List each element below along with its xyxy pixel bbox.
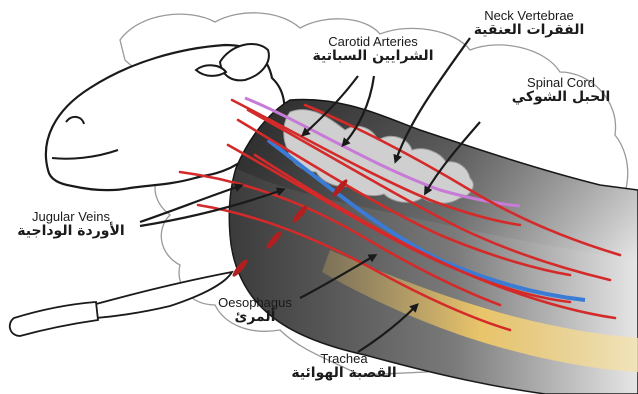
label-neck-vertebrae: Neck Vertebrae الفقرات العنقية: [454, 9, 604, 39]
label-spinal-cord: Spinal Cord الحبل الشوكي: [502, 76, 620, 106]
knife-handle: [10, 302, 98, 336]
label-neck-vertebrae-en: Neck Vertebrae: [454, 9, 604, 23]
label-spinal-cord-ar: الحبل الشوكي: [502, 90, 620, 105]
label-carotid-arteries: Carotid Arteries الشرايين السباتية: [298, 35, 448, 65]
knife-icon: [10, 272, 232, 336]
label-carotid-arteries-ar: الشرايين السباتية: [298, 49, 448, 64]
label-trachea-ar: القصبة الهوائية: [274, 366, 414, 381]
label-oesophagus: Oesophagus ألمرئ: [200, 296, 310, 326]
label-trachea: Trachea القصبة الهوائية: [274, 352, 414, 382]
label-jugular-veins: Jugular Veins الأوردة الوداجية: [6, 210, 136, 240]
label-neck-vertebrae-ar: الفقرات العنقية: [454, 23, 604, 38]
label-carotid-arteries-en: Carotid Arteries: [298, 35, 448, 49]
label-trachea-en: Trachea: [274, 352, 414, 366]
label-jugular-veins-ar: الأوردة الوداجية: [6, 224, 136, 239]
label-oesophagus-ar: ألمرئ: [200, 310, 310, 325]
label-spinal-cord-en: Spinal Cord: [502, 76, 620, 90]
